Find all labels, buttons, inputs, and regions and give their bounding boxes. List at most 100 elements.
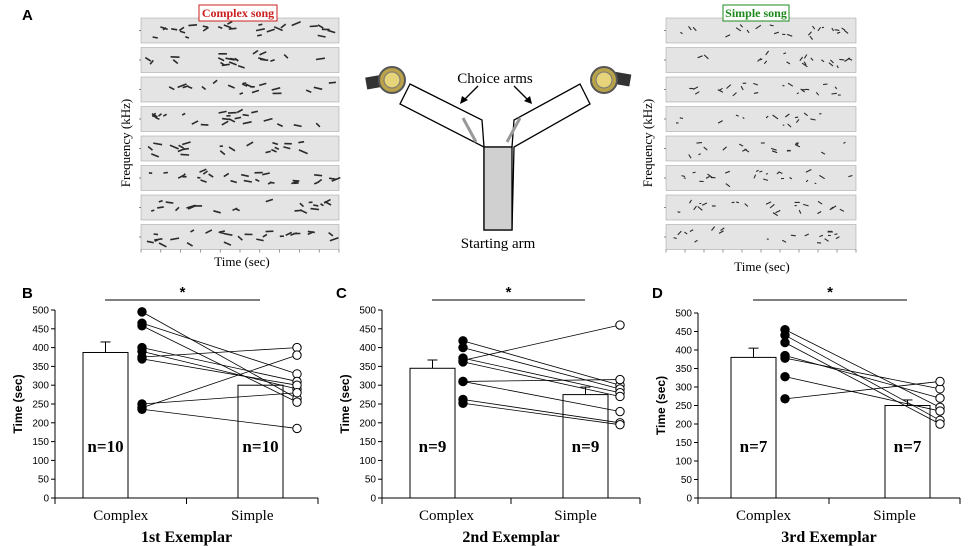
complex-point [458, 342, 468, 353]
complex-point [137, 399, 147, 409]
y-tick-label: 300 [359, 381, 376, 392]
spectrogram-syllables [144, 49, 326, 69]
complex-point [780, 353, 790, 363]
y-tick-label: 300 [675, 383, 692, 394]
panel-label-c: C [336, 285, 347, 302]
arrow-right [513, 85, 529, 101]
spectrogram-syllables [680, 24, 849, 40]
category-label: Simple [231, 508, 274, 524]
y-tick-label: 200 [675, 420, 692, 431]
y-tick-label: 350 [675, 364, 692, 375]
complex-point [780, 394, 790, 404]
y-axis-label: Time (sec) [11, 374, 25, 433]
simple-point [292, 423, 302, 434]
spectrogram-strip [140, 47, 340, 73]
paired-line [462, 357, 621, 394]
paired-line [784, 355, 941, 399]
simple-point [292, 350, 302, 360]
complex-point [458, 357, 468, 367]
n-label: n=9 [419, 437, 447, 456]
y-tick-label: 100 [675, 457, 692, 468]
y-tick-label: 150 [675, 438, 692, 449]
category-label: Complex [93, 508, 148, 524]
x-axis-label: 1st Exemplar [141, 529, 232, 546]
paired-line [462, 361, 621, 397]
panel-label-b: B [22, 285, 33, 302]
y-tick-label: 150 [32, 437, 49, 448]
panel-label-d: D [652, 285, 663, 302]
paired-line [141, 408, 298, 429]
paired-line [784, 329, 941, 408]
bar [82, 351, 129, 499]
simple-point [292, 397, 302, 407]
bar [409, 367, 456, 499]
paired-line [784, 334, 941, 421]
y-tick-label: 100 [359, 456, 376, 467]
y-tick-label: 500 [32, 306, 49, 317]
paired-line [784, 381, 941, 400]
category-label: Complex [419, 508, 474, 524]
speaker-icon [365, 66, 406, 94]
x-axis-label: 2nd Exemplar [462, 529, 559, 546]
paired-line [784, 342, 941, 425]
spectrogram-strip [665, 165, 857, 191]
paired-line [462, 399, 621, 424]
spectrogram-strip [140, 17, 340, 44]
paired-line [462, 347, 621, 390]
spectrogram-syllables [152, 20, 336, 39]
simple-song-spectrograms [664, 17, 857, 253]
spectrogram-strip [665, 194, 857, 221]
y-tick-label: 250 [675, 401, 692, 412]
arrow-left-head [460, 96, 468, 104]
spectrogram-syllables [150, 198, 332, 214]
spectrogram-strip [140, 194, 340, 221]
paired-line [462, 402, 621, 426]
y-tick-label: 50 [365, 475, 377, 486]
complex-point [137, 321, 147, 331]
gate-left [461, 117, 478, 143]
spectrogram-strip [665, 76, 857, 103]
n-label: n=9 [572, 437, 600, 456]
paired-line [141, 325, 298, 403]
simple-point [292, 388, 302, 398]
simple-point [615, 374, 625, 385]
choice-arms-label: Choice arms [457, 71, 533, 87]
spectrogram-syllables [689, 82, 841, 97]
spectrogram-syllables [697, 50, 853, 69]
complex-song-spectrograms [139, 17, 341, 253]
y-tick-label: 0 [43, 494, 49, 505]
simple-song-title: Simple song [725, 6, 787, 20]
complex-point [137, 354, 147, 364]
paired-line [462, 381, 621, 412]
y-tick-label: 400 [32, 343, 49, 354]
spectrogram-strip [665, 135, 857, 162]
simple-point [615, 320, 625, 330]
y-tick-label: 50 [681, 475, 693, 486]
category-label: Simple [554, 508, 597, 524]
panel-label-a: A [22, 7, 33, 24]
y-tick-label: 200 [32, 418, 49, 429]
y-tick-label: 350 [32, 362, 49, 373]
paired-line [141, 392, 298, 405]
significance-marker: * [506, 284, 512, 301]
time-axis-label-left: Time (sec) [214, 254, 270, 269]
paired-line [462, 379, 621, 382]
paired-line [462, 324, 621, 361]
spectrogram-strip [665, 106, 857, 132]
spectrogram-syllables [673, 226, 840, 244]
category-label: Simple [873, 508, 916, 524]
bar [730, 356, 777, 499]
simple-point [615, 419, 625, 430]
simple-point [935, 406, 945, 416]
significance-marker: * [180, 284, 186, 301]
complex-point [137, 307, 147, 317]
simple-point [935, 393, 945, 403]
spectrogram-strip [140, 135, 340, 162]
simple-point [935, 419, 945, 429]
spectrogram-syllables [677, 199, 845, 217]
spectrogram-strip [140, 76, 340, 103]
starting-arm-label: Starting arm [461, 236, 536, 252]
